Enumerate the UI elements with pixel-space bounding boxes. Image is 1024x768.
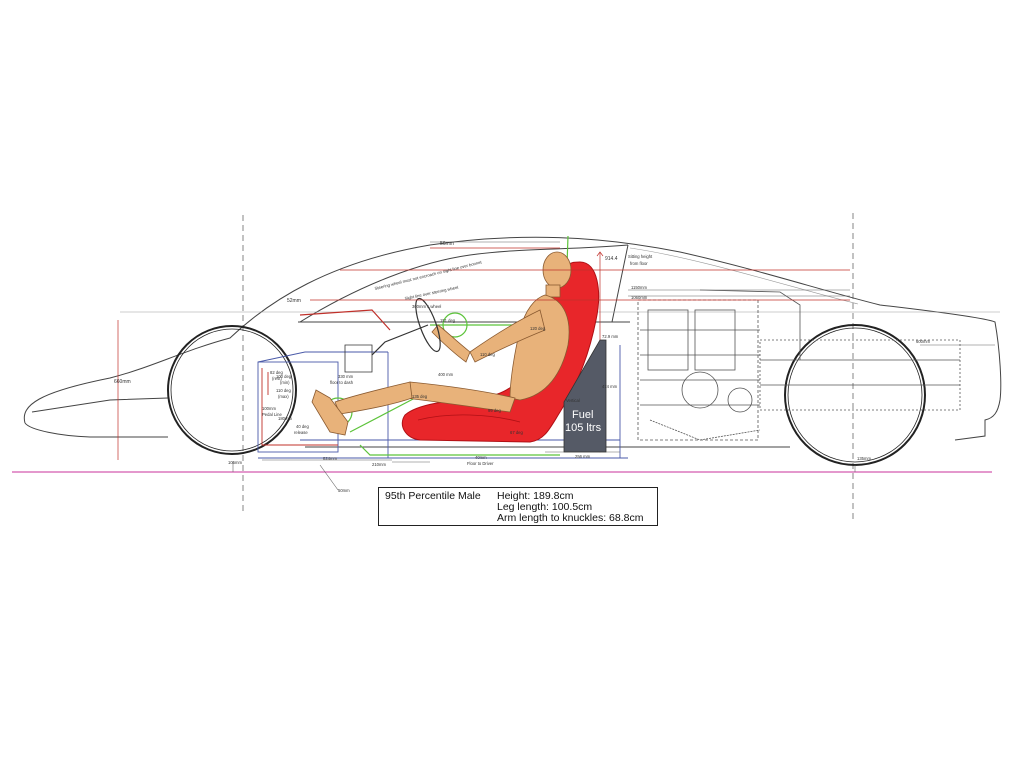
front-wheel — [167, 325, 297, 455]
driver-mannequin — [311, 251, 572, 436]
spec-height: Height: 189.8cm — [497, 490, 574, 502]
dim-vertical: Vertical — [566, 398, 580, 403]
annotation-82-deg: 82 deg — [270, 370, 283, 375]
mannequin-spec-box: 95th Percentile Male Height: 189.8cm Leg… — [378, 487, 658, 526]
annotation-67-deg: 67 deg — [510, 430, 523, 435]
annotation-99-deg: 99 deg — [488, 408, 501, 413]
dimension-labels: 56mm 52mm 660mm 914.4 Sitting height fro… — [114, 241, 930, 493]
dim-roof-clearance: 56mm — [440, 241, 454, 247]
annotation-110-deg-arm: 110 deg — [480, 352, 495, 357]
fuel-tank-label-line1: Fuel — [572, 409, 593, 421]
dim-floor-dash-label: floor to dash — [330, 380, 354, 385]
dim-floor-dash-value: 330 mm — [338, 374, 354, 379]
dim-bonnet-gap: 52mm — [287, 298, 301, 304]
pedal-box — [261, 309, 391, 446]
annotation-min: (min) — [280, 380, 290, 385]
dim-400: 400 mm — [438, 372, 454, 377]
fuel-tank-label-line2: 105 ltrs — [565, 422, 602, 434]
dim-wheel-300: 300mm s.wheel — [412, 304, 441, 309]
annotation-release: release — [294, 430, 308, 435]
annotation-120-deg: 120 deg — [530, 326, 546, 331]
dim-tank-474: 474 mm — [602, 384, 618, 389]
spec-arm-length: Arm length to knuckles: 68.8cm — [497, 512, 644, 524]
annotation-sightline-wheel: Sight line over steering wheel — [404, 285, 459, 301]
dim-floor-driver-label: Floor to Driver — [467, 461, 494, 466]
dim-pedal-line-label: Pedal Line — [262, 412, 282, 417]
dim-pedal-50: 50mm — [338, 488, 350, 493]
fuel-tank: Fuel 105 ltrs — [563, 339, 607, 453]
annotation-135-deg: 135 deg — [412, 394, 428, 399]
dim-824: 824mm — [323, 456, 337, 461]
dim-1150: 1150mm — [631, 285, 647, 290]
engine-gearbox — [637, 289, 961, 441]
dim-180: 180mm — [278, 416, 292, 421]
dim-210: 210mm — [372, 462, 386, 467]
dim-pedal-line-value: 100mm — [262, 406, 276, 411]
steering-wheel — [344, 297, 441, 373]
dim-1060: 1060mm — [631, 295, 648, 300]
spec-subject: 95th Percentile Male — [385, 490, 481, 502]
dim-tank-72: 72.9 mm — [602, 334, 619, 339]
dim-seat-height-label2: from floor — [630, 261, 648, 266]
annotation-100-deg: 100 deg — [276, 374, 292, 379]
dim-rear-600: 600mm — [916, 339, 930, 344]
annotation-max: (max) — [278, 394, 289, 399]
dim-256: 256 mm — [575, 454, 591, 459]
dim-front-clearance: 105mm — [228, 460, 242, 465]
length-dimensions — [232, 241, 995, 491]
car-body-outline — [23, 236, 1002, 448]
dim-seat-height-label1: Sitting height — [628, 254, 653, 259]
annotation-40-deg: 40 deg — [296, 424, 309, 429]
dim-rear-clearance: 135mm — [857, 456, 871, 461]
rear-wheel — [784, 324, 926, 466]
dim-seat-height-value: 914.4 — [605, 256, 618, 262]
spec-leg-length: Leg length: 100.5cm — [497, 501, 593, 513]
dim-front-height: 660mm — [114, 379, 131, 385]
annotation-110-deg: 110 deg — [276, 388, 291, 393]
annotation-151-deg: 151 deg — [440, 318, 456, 323]
annotation-rest: (rest) — [272, 376, 282, 381]
dim-floor-driver-value: 40mm — [475, 455, 487, 460]
